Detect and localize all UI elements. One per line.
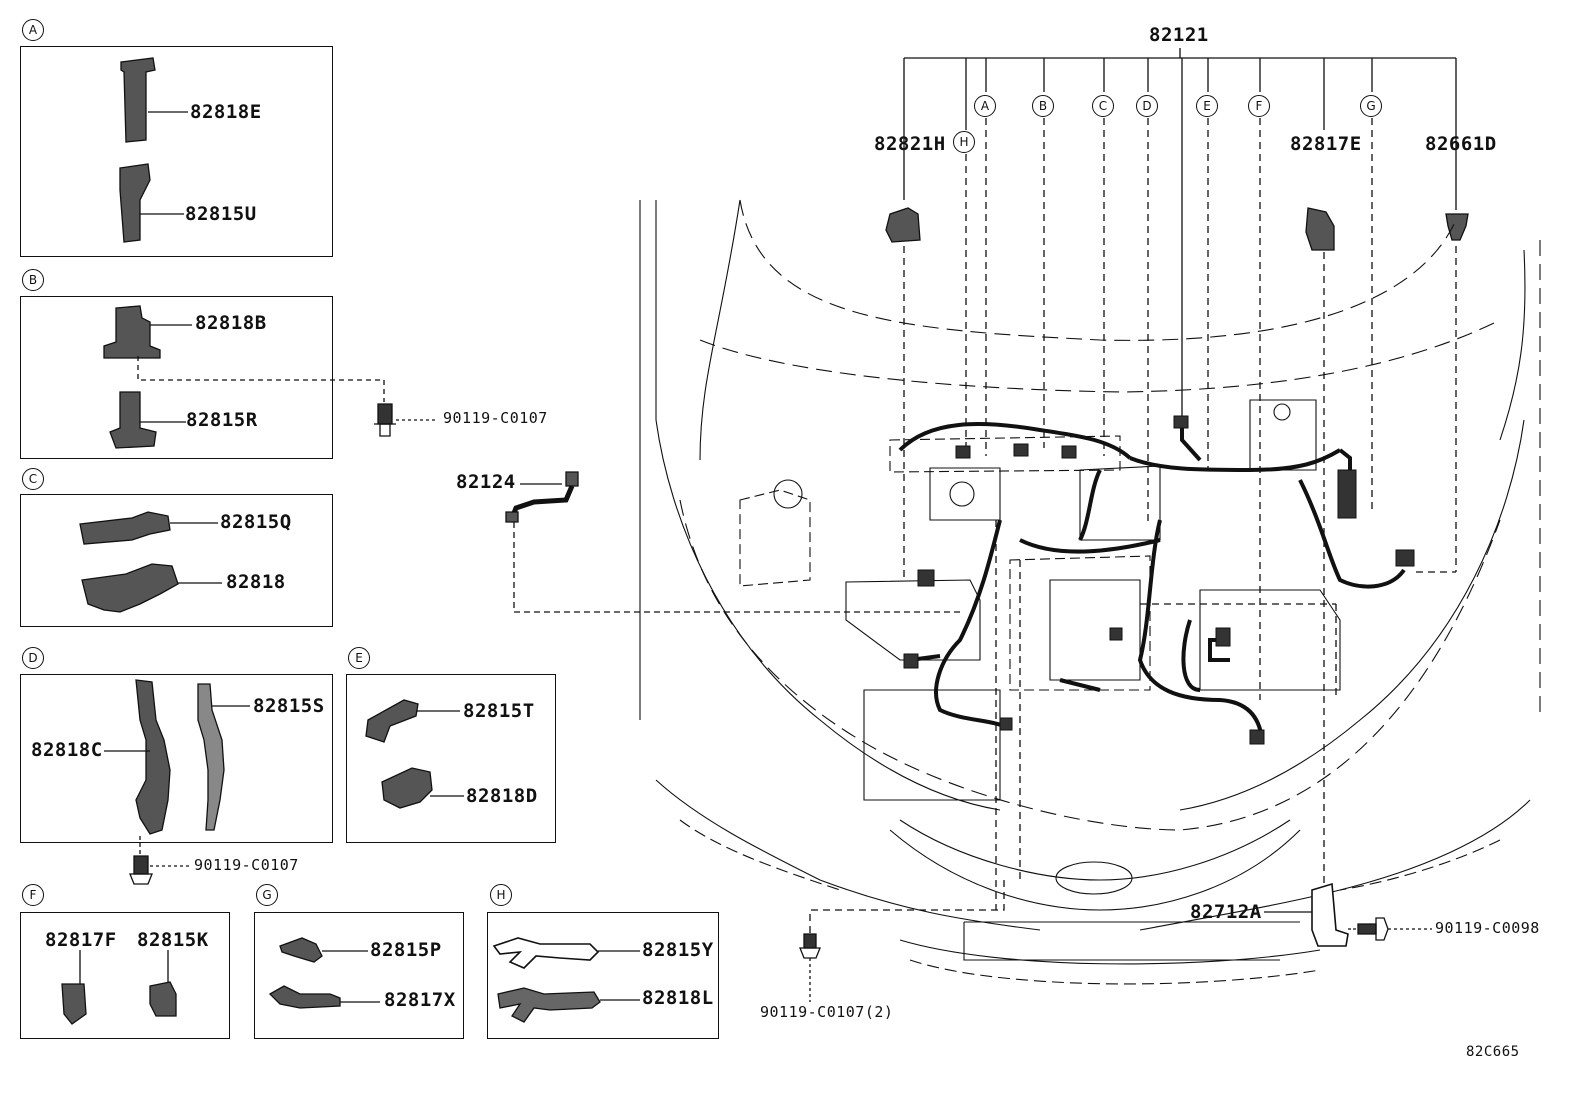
panel-h-box xyxy=(487,912,719,1039)
panel-b-box xyxy=(20,296,333,459)
part-label-82818[interactable]: 82818 xyxy=(226,571,286,593)
part-label-90119-c0107-2[interactable]: 90119-C0107(2) xyxy=(760,1003,894,1021)
callout-e[interactable]: E xyxy=(1196,95,1218,117)
panel-f-box xyxy=(20,912,230,1039)
part-label-82817e[interactable]: 82817E xyxy=(1290,133,1362,155)
part-label-82817x[interactable]: 82817X xyxy=(384,989,456,1011)
panel-e-part-82815t-icon xyxy=(365,699,460,743)
callout-d[interactable]: D xyxy=(1136,95,1158,117)
part-label-82815y[interactable]: 82815Y xyxy=(642,939,714,961)
panel-g-part-82817x-icon xyxy=(268,985,380,1009)
bolt-90119-c0107-2-icon xyxy=(799,933,821,1002)
part-82817e-icon xyxy=(1305,207,1335,251)
panel-e-part-82818d-icon xyxy=(381,767,464,809)
panel-d-part-82818c-icon xyxy=(104,679,171,835)
callout-b[interactable]: B xyxy=(1032,95,1054,117)
part-label-82815r[interactable]: 82815R xyxy=(186,409,258,431)
panel-c-letter: C xyxy=(22,468,44,490)
part-label-82712a[interactable]: 82712A xyxy=(1190,901,1262,923)
panel-e-letter: E xyxy=(348,647,370,669)
part-label-82815t[interactable]: 82815T xyxy=(463,700,535,722)
panel-a-box xyxy=(20,46,333,257)
panel-d-box xyxy=(20,674,333,843)
part-label-82818e[interactable]: 82818E xyxy=(190,101,262,123)
panel-h-letter: H xyxy=(490,884,512,906)
part-82661d-icon xyxy=(1445,213,1469,241)
part-label-82818d[interactable]: 82818D xyxy=(466,785,538,807)
panel-a-part-82815u-icon xyxy=(119,163,184,243)
part-label-82821h[interactable]: 82821H xyxy=(874,133,946,155)
diagram-code: 82C665 xyxy=(1466,1044,1520,1060)
panel-d-part-82815s-icon xyxy=(197,683,250,831)
part-label-82815k[interactable]: 82815K xyxy=(137,929,209,951)
part-82712a-icon xyxy=(1264,882,1349,947)
part-label-82815q[interactable]: 82815Q xyxy=(220,511,292,533)
part-label-82121[interactable]: 82121 xyxy=(1149,24,1209,46)
harness-connectors xyxy=(903,415,1415,745)
panel-f-letter: F xyxy=(22,884,44,906)
panel-f-part-82815k-icon xyxy=(149,950,177,1017)
part-82124-cable-icon xyxy=(505,471,579,523)
callout-g[interactable]: G xyxy=(1360,95,1382,117)
panel-g-box xyxy=(254,912,464,1039)
panel-g-letter: G xyxy=(256,884,278,906)
part-label-82815s[interactable]: 82815S xyxy=(253,695,325,717)
part-label-82818c[interactable]: 82818C xyxy=(31,739,103,761)
panel-c-part-82815q-icon xyxy=(79,511,218,545)
part-label-82661d[interactable]: 82661D xyxy=(1425,133,1497,155)
panel-b-letter: B xyxy=(22,269,44,291)
panel-g-part-82815p-icon xyxy=(279,937,368,963)
panel-e-box xyxy=(346,674,556,843)
panel-b-part-82815r-icon xyxy=(109,391,186,449)
panel-a-letter: A xyxy=(22,19,44,41)
panel-a-part-82818e-icon xyxy=(120,57,188,143)
part-label-82817f[interactable]: 82817F xyxy=(45,929,117,951)
panel-h-part-82815y-icon xyxy=(492,937,640,969)
callout-h[interactable]: H xyxy=(953,131,975,153)
panel-f-part-82817f-icon xyxy=(61,950,87,1025)
panel-b-bolt-icon xyxy=(374,403,438,437)
part-82821h-icon xyxy=(885,207,921,243)
panel-d-bolt-icon xyxy=(129,855,192,885)
callout-c[interactable]: C xyxy=(1092,95,1114,117)
panel-h-part-82818l-icon xyxy=(497,987,640,1023)
part-label-82124[interactable]: 82124 xyxy=(456,471,516,493)
panel-c-part-82818-icon xyxy=(81,563,222,613)
part-label-82815u[interactable]: 82815U xyxy=(185,203,257,225)
part-label-bolt-d[interactable]: 90119-C0107 xyxy=(194,856,299,874)
bolt-90119-c0098-icon xyxy=(1348,917,1432,941)
part-label-bolt-b[interactable]: 90119-C0107 xyxy=(443,409,548,427)
part-label-90119-c0098[interactable]: 90119-C0098 xyxy=(1435,919,1540,937)
vehicle-outline xyxy=(639,199,1541,985)
callout-a[interactable]: A xyxy=(974,95,996,117)
panel-c-box xyxy=(20,494,333,627)
part-label-82818l[interactable]: 82818L xyxy=(642,987,714,1009)
panel-b-part-82818b-icon xyxy=(103,305,192,359)
harness-bracket-drops xyxy=(903,58,1457,420)
engine-bay-dashed-leaders xyxy=(809,118,1457,934)
panel-d-letter: D xyxy=(22,647,44,669)
part-label-82818b[interactable]: 82818B xyxy=(195,312,267,334)
part-label-82815p[interactable]: 82815P xyxy=(370,939,442,961)
callout-f[interactable]: F xyxy=(1248,95,1270,117)
